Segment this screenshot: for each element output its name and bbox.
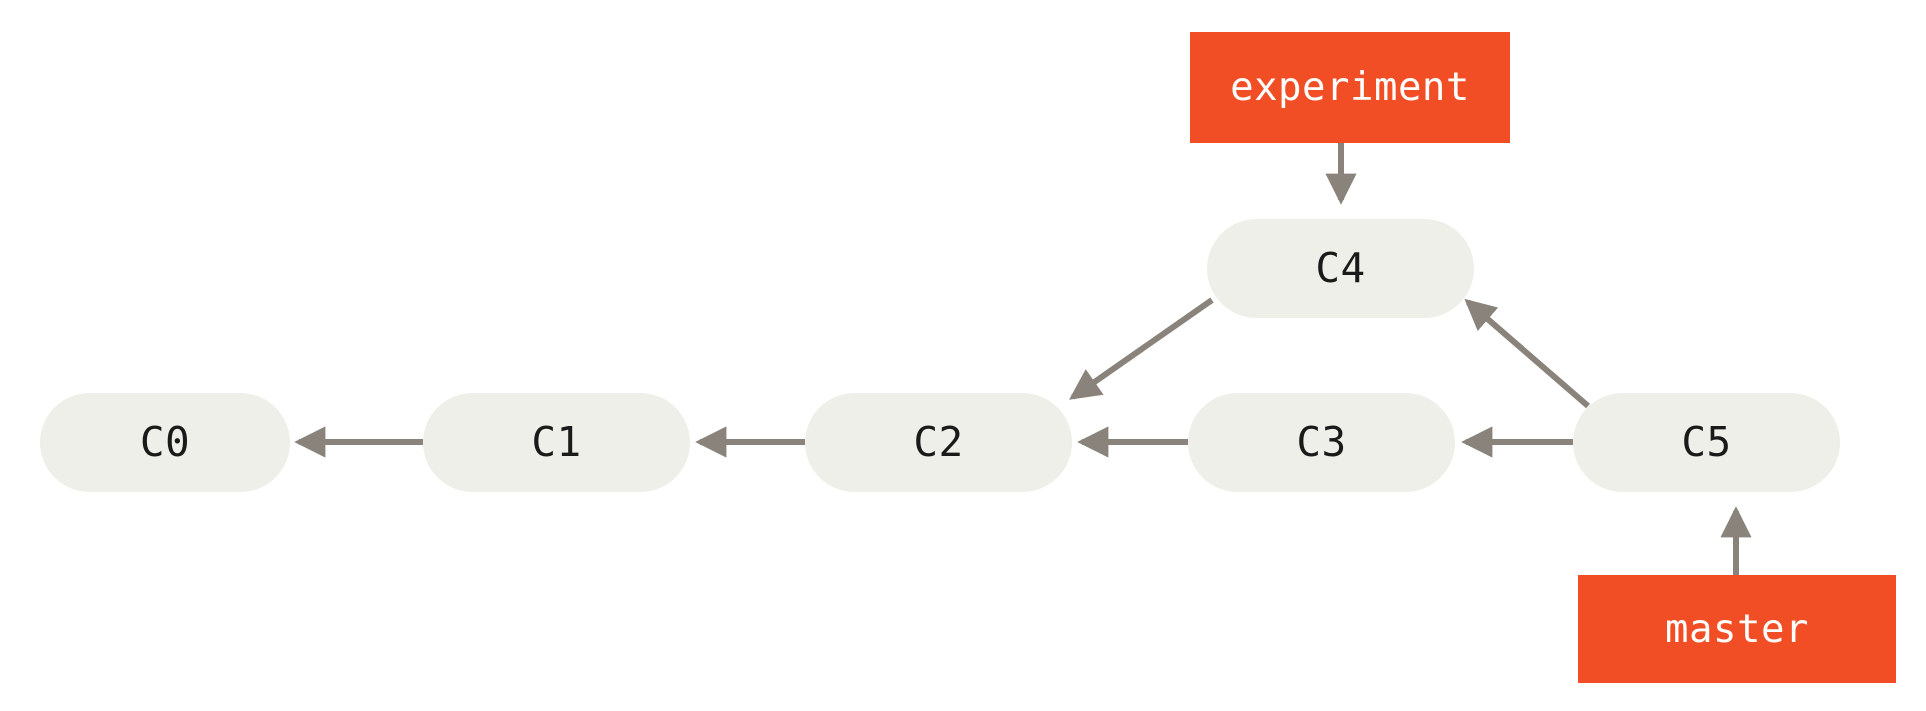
commit-label-c4: C4 (1315, 244, 1366, 292)
commit-label-c5: C5 (1681, 418, 1732, 466)
commit-node-c1[interactable]: C1 (423, 393, 690, 492)
commit-node-c3[interactable]: C3 (1188, 393, 1455, 492)
branch-label-master[interactable]: master (1578, 575, 1896, 683)
branch-label-experiment[interactable]: experiment (1190, 32, 1510, 143)
commit-label-c2: C2 (913, 418, 964, 466)
edge-c4-to-c2 (1069, 297, 1214, 400)
commit-node-c5[interactable]: C5 (1573, 393, 1840, 492)
commit-label-c3: C3 (1296, 418, 1347, 466)
commit-node-c0[interactable]: C0 (40, 393, 290, 492)
commit-node-c4[interactable]: C4 (1207, 219, 1474, 318)
commit-node-c2[interactable]: C2 (805, 393, 1072, 492)
commit-label-c0: C0 (139, 418, 191, 466)
branch-label-experiment-text: experiment (1230, 65, 1470, 110)
branch-label-master-text: master (1665, 606, 1809, 652)
commit-label-c1: C1 (531, 418, 582, 466)
edge-c5-to-c4 (1464, 298, 1590, 409)
